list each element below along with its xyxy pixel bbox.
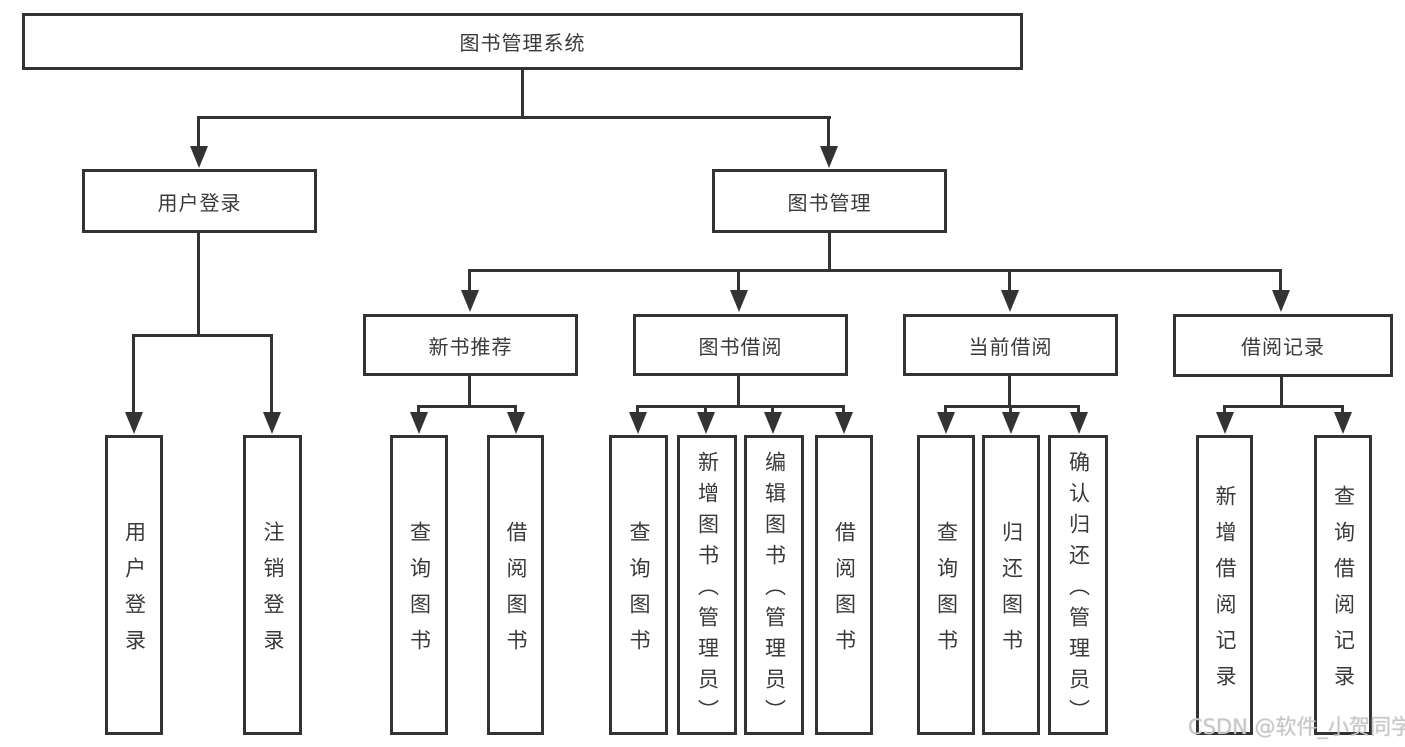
arrow-down-icon: [125, 412, 143, 434]
node-new-book-recommend: 新书推荐: [363, 314, 578, 376]
arrow-down-icon: [1334, 412, 1352, 434]
connector-line: [417, 405, 517, 408]
node-label: 查询借阅记录: [1331, 484, 1356, 701]
node-label: 归还图书: [999, 520, 1024, 665]
connector-line: [1279, 269, 1282, 291]
arrow-down-icon: [1001, 290, 1019, 312]
arrow-down-icon: [820, 146, 838, 168]
connector-line: [1077, 405, 1080, 414]
node-label: 图书管理: [787, 190, 872, 215]
connector-line: [521, 69, 524, 118]
node-leaf-query-books-recommend: 查询图书: [390, 435, 448, 735]
node-label: 图书借阅: [698, 334, 783, 359]
connector-line: [737, 269, 740, 291]
arrow-down-icon: [835, 412, 853, 434]
node-current-borrowing: 当前借阅: [903, 314, 1118, 376]
connector-line: [704, 405, 707, 414]
connector-line: [468, 375, 471, 407]
connector-line: [197, 116, 831, 119]
node-label: 用户登录: [122, 520, 147, 665]
arrow-down-icon: [1272, 290, 1290, 312]
arrow-down-icon: [1070, 412, 1088, 434]
node-leaf-borrow-books: 借阅图书: [815, 435, 873, 735]
arrow-down-icon: [410, 412, 428, 434]
node-leaf-user-login: 用户登录: [105, 435, 163, 735]
connector-line: [197, 233, 200, 336]
connector-line: [771, 405, 774, 414]
csdn-watermark: CSDN @软件_小贺同学: [1188, 715, 1405, 739]
connector-line: [1223, 405, 1344, 408]
connector-line: [468, 269, 1282, 272]
connector-line: [132, 334, 273, 337]
node-label: 查询图书: [407, 520, 432, 665]
node-book-borrowing: 图书借阅: [633, 314, 848, 376]
connector-line: [514, 405, 517, 414]
node-leaf-query-books-borrowing: 查询图书: [609, 435, 668, 735]
connector-line: [132, 334, 135, 412]
node-leaf-query-books-current: 查询图书: [917, 435, 975, 735]
node-leaf-add-books-admin: 新增图书（管理员）: [677, 435, 737, 735]
arrow-down-icon: [697, 412, 715, 434]
node-leaf-return-books: 归还图书: [982, 435, 1040, 735]
node-label: 注销登录: [261, 520, 285, 665]
node-label: 查询图书: [934, 520, 959, 665]
node-label: 编辑图书（管理员）: [762, 450, 787, 730]
node-label: 借阅记录: [1241, 335, 1325, 359]
node-book-management: 图书管理: [712, 169, 947, 233]
node-label: 借阅图书: [832, 520, 857, 665]
node-label: 确认归还（管理员）: [1066, 450, 1091, 730]
node-borrowing-records: 借阅记录: [1173, 314, 1393, 377]
connector-line: [468, 269, 471, 291]
node-label: 用户登录: [157, 190, 242, 215]
connector-line: [944, 405, 947, 414]
arrow-down-icon: [461, 290, 479, 312]
connector-line: [1223, 405, 1226, 414]
connector-line: [1008, 269, 1011, 291]
arrow-down-icon: [629, 412, 647, 434]
connector-line: [1341, 405, 1344, 414]
connector-line: [197, 116, 200, 148]
connector-line: [270, 334, 273, 412]
node-leaf-logout: 注销登录: [243, 435, 302, 735]
node-leaf-borrow-books-recommend: 借阅图书: [487, 435, 544, 735]
connector-line: [1009, 405, 1012, 414]
node-label: 查询图书: [627, 520, 651, 665]
arrow-down-icon: [1002, 412, 1020, 434]
connector-line: [636, 405, 639, 414]
arrow-down-icon: [1216, 412, 1234, 434]
node-label: 图书管理系统: [459, 31, 586, 55]
node-root-library-system: 图书管理系统: [22, 13, 1023, 70]
node-leaf-confirm-return-admin: 确认归还（管理员）: [1048, 435, 1108, 735]
arrow-down-icon: [190, 146, 208, 168]
connector-line: [636, 405, 845, 408]
arrow-down-icon: [730, 290, 748, 312]
connector-line: [1008, 375, 1011, 407]
node-label: 当前借阅: [968, 334, 1053, 359]
node-label: 新增借阅记录: [1213, 484, 1237, 701]
connector-line: [828, 233, 831, 271]
arrow-down-icon: [507, 412, 525, 434]
node-leaf-add-borrow-record: 新增借阅记录: [1196, 435, 1253, 735]
node-label: 新书推荐: [428, 334, 513, 359]
arrow-down-icon: [937, 412, 955, 434]
connector-line: [842, 405, 845, 414]
connector-line: [737, 375, 740, 407]
connector-line: [1280, 377, 1283, 407]
connector-line: [827, 116, 830, 148]
arrow-down-icon: [764, 412, 782, 434]
node-label: 新增图书（管理员）: [695, 450, 720, 730]
node-user-login: 用户登录: [82, 169, 317, 233]
node-leaf-edit-books-admin: 编辑图书（管理员）: [744, 435, 804, 735]
connector-line: [417, 405, 420, 414]
connector-line: [944, 405, 1080, 408]
node-leaf-query-borrow-record: 查询借阅记录: [1314, 435, 1372, 735]
node-label: 借阅图书: [504, 520, 528, 665]
arrow-down-icon: [263, 412, 281, 434]
